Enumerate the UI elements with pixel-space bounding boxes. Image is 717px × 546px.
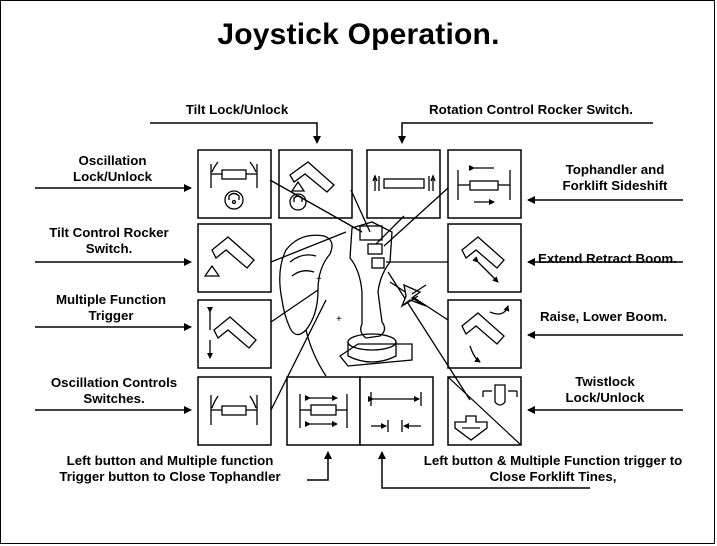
close-forklift-icon (359, 376, 434, 446)
oscillation-lock-icon (197, 149, 272, 219)
label-twistlock: Twistlock Lock/Unlock (565, 374, 645, 405)
label-rotation-control: Rotation Control Rocker Switch. (429, 102, 633, 117)
label-tilt-lock: Tilt Lock/Unlock (185, 102, 289, 117)
label-left-button-forklift: Left button & Multiple Function trigger … (423, 453, 683, 484)
label-left-button-tophandler: Left button and Multiple function Trigge… (59, 453, 281, 484)
label-raise-lower: Raise, Lower Boom. (540, 309, 668, 324)
svg-text:+: + (316, 274, 322, 285)
multiple-function-icon (197, 299, 272, 369)
label-extend-retract: Extend Retract Boom. (538, 251, 677, 266)
oscillation-controls-icon (197, 376, 272, 446)
label-tilt-control: Tilt Control Rocker Switch. (49, 225, 169, 256)
svg-text:+: + (336, 314, 342, 325)
label-tophandler-sideshift: Tophandler and Forklift Sideshift (562, 162, 668, 193)
sideshift-icon (447, 149, 522, 219)
joystick-illustration: + + (269, 179, 471, 411)
label-oscillation-controls: Oscillation Controls Switches. (50, 375, 178, 406)
label-multiple-function: Multiple Function Trigger (55, 292, 167, 323)
page-title: Joystick Operation. (217, 18, 500, 51)
tilt-lock-icon (278, 149, 353, 219)
close-tophandler-icon (286, 376, 361, 446)
label-oscillation-lock: Oscillation Lock/Unlock (72, 153, 153, 184)
